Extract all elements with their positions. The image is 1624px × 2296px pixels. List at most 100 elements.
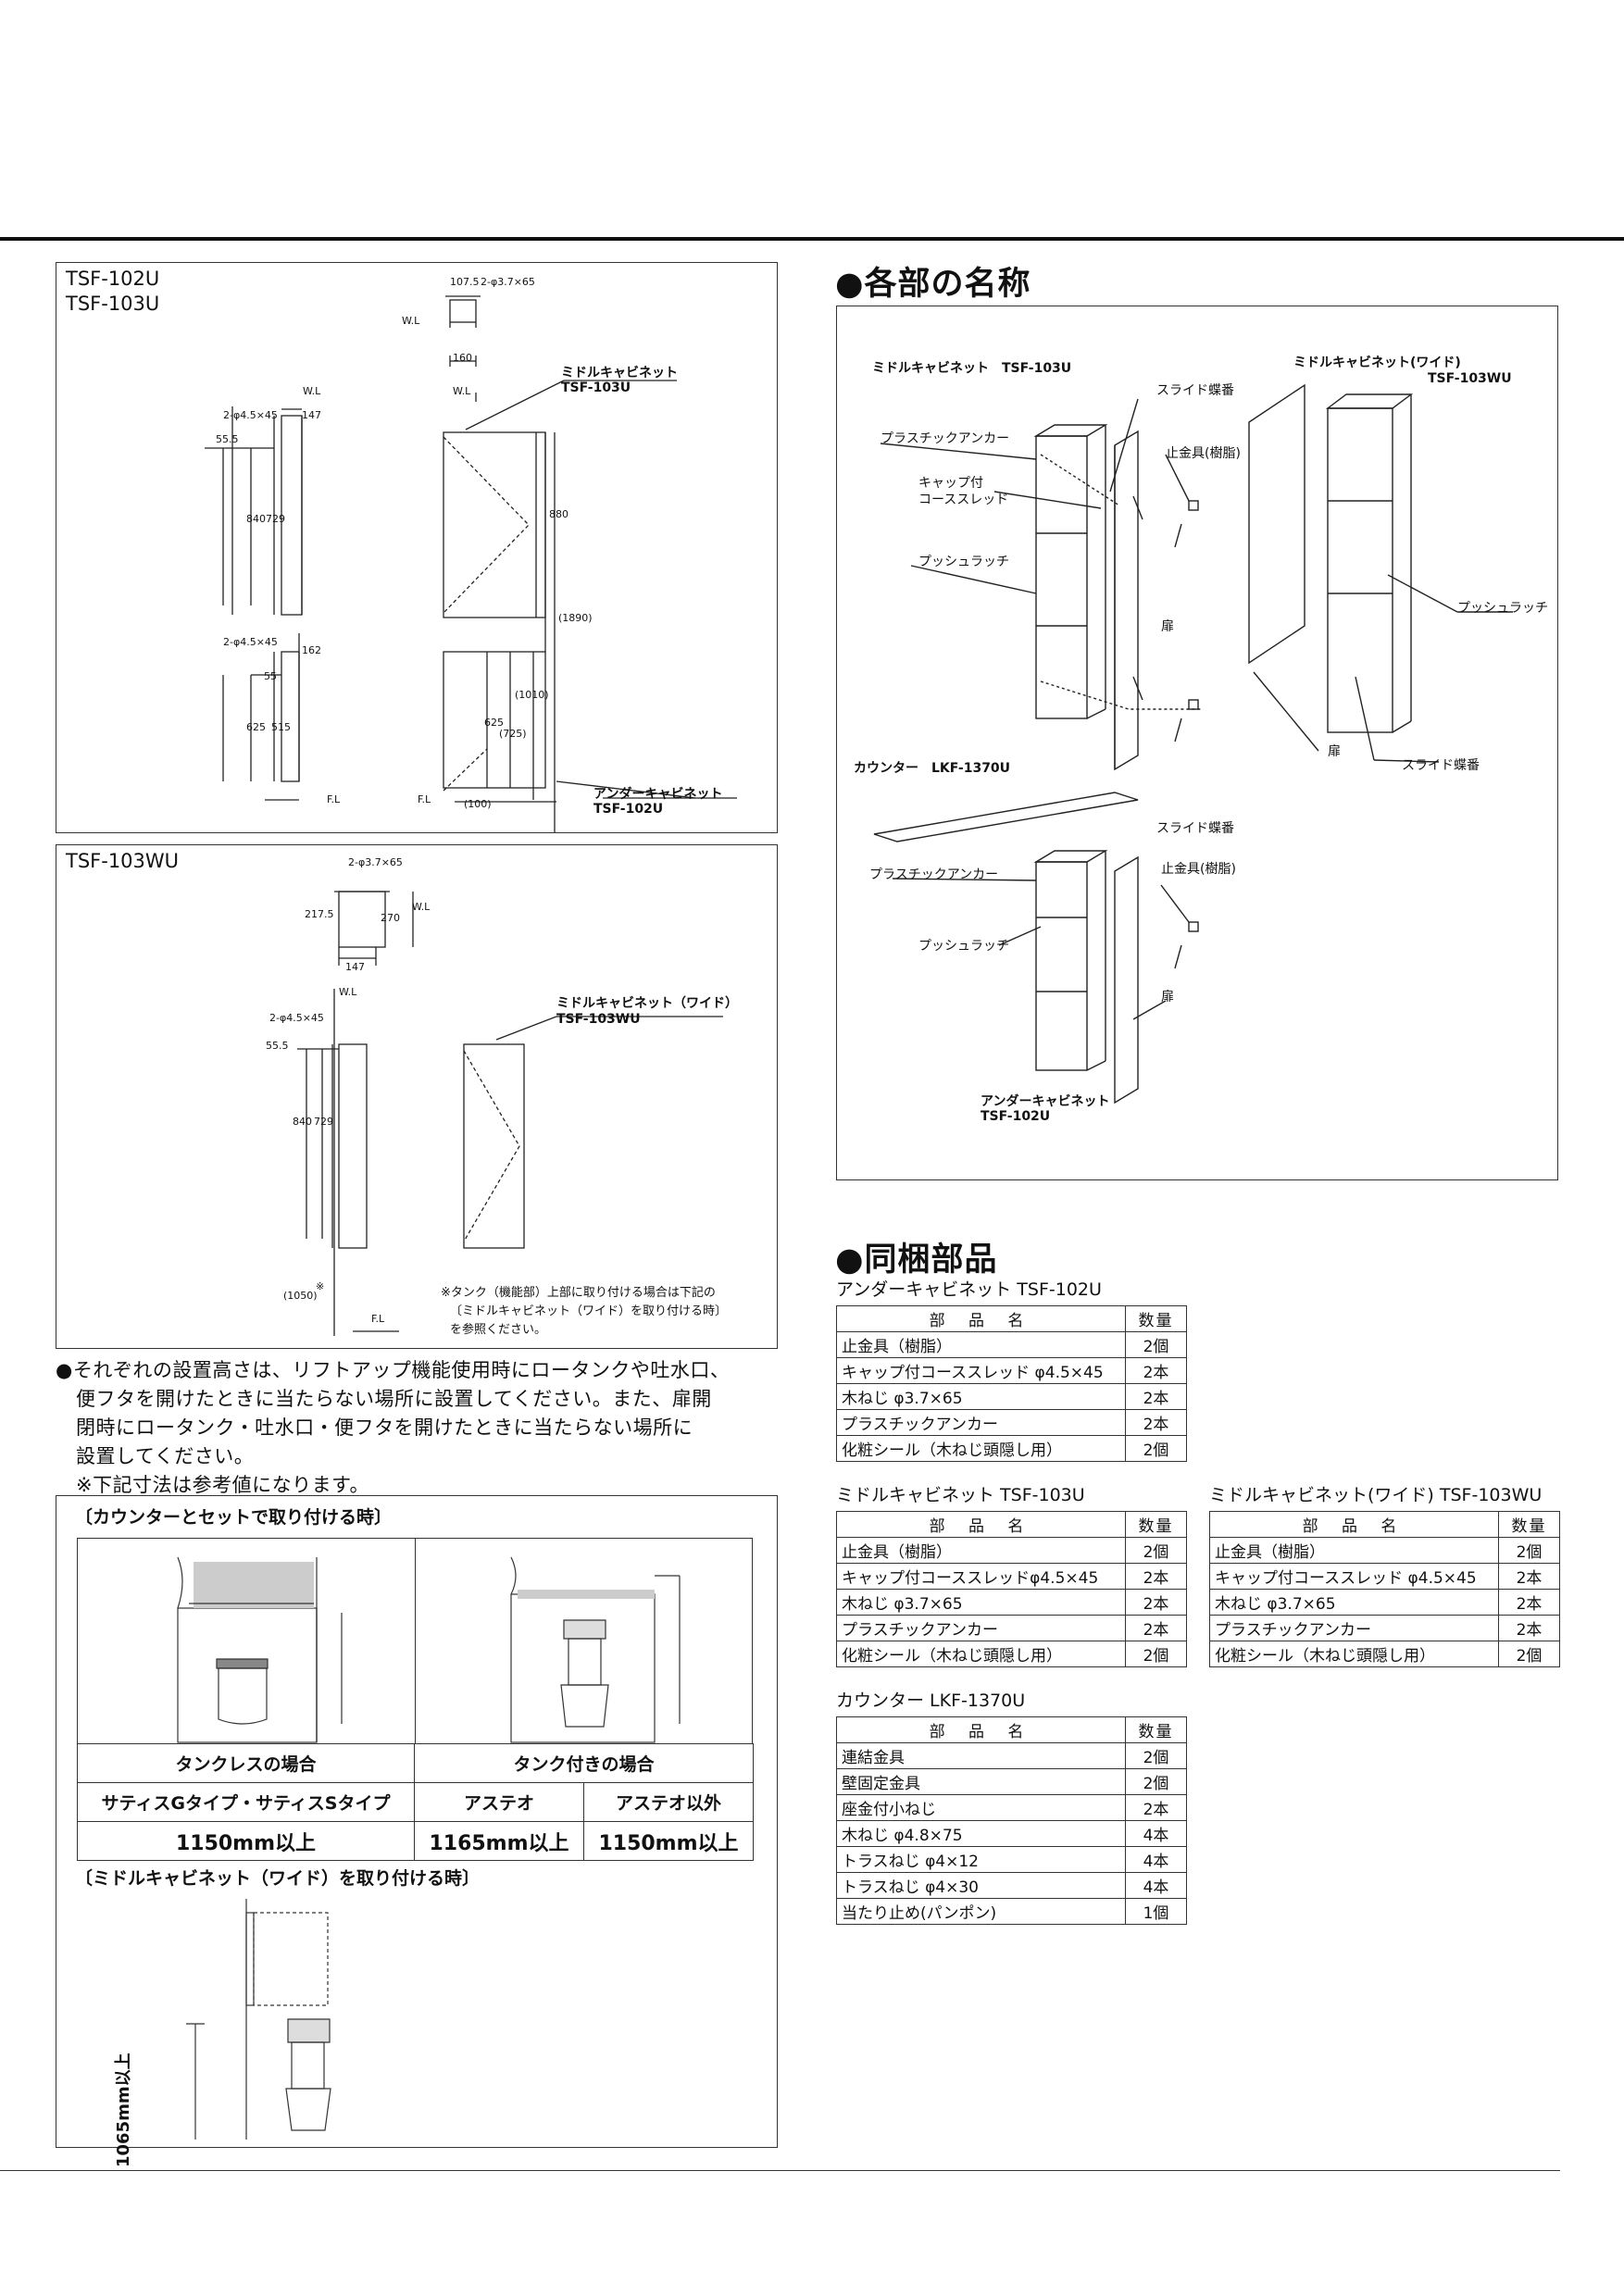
dimension-box-103wu: TSF-103WU 2-φ3.7×65 217.5 270 W.L 147 xyxy=(56,844,778,1349)
label-wide-cabinet: ミドルキャビネット（ワイド） xyxy=(556,996,738,1011)
note-line: 設置してください。 xyxy=(76,1445,255,1467)
dim-wl: W.L xyxy=(303,385,321,397)
install-height-table: タンクレスの場合 タンク付きの場合 サティスGタイプ・サティスSタイプ アステオ… xyxy=(77,1743,754,1861)
model-label: TSF-103WU xyxy=(66,850,180,872)
label-wide-model: TSF-103WU xyxy=(1428,371,1512,386)
parts-names-box: ミドルキャビネット TSF-103U ミドルキャビネット(ワイド) TSF-10… xyxy=(836,306,1558,1180)
dim-wl: W.L xyxy=(339,986,357,998)
label-middle-model: TSF-103U xyxy=(561,381,631,395)
hdr-qty: 数量 xyxy=(1498,1511,1560,1538)
table-caption-middle: ミドルキャビネット TSF-103U xyxy=(836,1485,1085,1505)
dim-55: 55 xyxy=(264,670,277,682)
table-row: 止金具（樹脂）2個 xyxy=(836,1331,1187,1358)
dim-top-hole: 2-φ3.7×65 xyxy=(481,276,535,288)
label-counter: カウンター LKF-1370U xyxy=(854,761,1011,776)
note-line: 便フタを開けたときに当たらない場所に設置してください。また、扉開 xyxy=(76,1388,712,1410)
type-other: アステオ以外 xyxy=(583,1782,754,1822)
label-under-cabinet: アンダーキャビネット xyxy=(981,1094,1110,1109)
dim-147: 147 xyxy=(302,409,321,421)
table-row: 化粧シール（木ねじ頭隠し用）2個 xyxy=(1209,1641,1560,1667)
dimension-drawing xyxy=(205,295,737,832)
height-other: 1150mm以上 xyxy=(583,1821,754,1861)
hdr-qty: 数量 xyxy=(1125,1511,1187,1538)
dim-515: 515 xyxy=(271,721,291,733)
dim-low-hole: 2-φ4.5×45 xyxy=(223,636,278,648)
dim-625b: 625 xyxy=(484,717,504,729)
dim-729: 729 xyxy=(266,513,285,525)
table-caption-wide: ミドルキャビネット(ワイド) TSF-103WU xyxy=(1209,1485,1543,1505)
dim-840: 840 xyxy=(293,1116,312,1128)
dimension-drawing-wide xyxy=(297,891,723,1336)
dim-fl: F.L xyxy=(327,793,341,805)
table-row: 止金具（樹脂）2個 xyxy=(1209,1537,1560,1564)
dim-1890: (1890) xyxy=(558,612,593,624)
table-row: 止金具（樹脂）2個 xyxy=(836,1537,1187,1564)
label-cap-screw: キャップ付 xyxy=(918,476,983,491)
footnote: 〔ミドルキャビネット（ワイド）を取り付ける時〕 xyxy=(450,1304,728,1318)
dim-55-5: 55.5 xyxy=(216,433,239,445)
dim-mid-hole: 2-φ4.5×45 xyxy=(223,409,278,421)
section-title-parts: ●同梱部品 xyxy=(835,1242,998,1279)
type-astep: アステオ xyxy=(414,1782,584,1822)
label-push-latch-wide: プッシュラッチ xyxy=(1457,601,1548,616)
table-caption-under: アンダーキャビネット TSF-102U xyxy=(836,1279,1102,1300)
height-astep: 1165mm以上 xyxy=(414,1821,584,1861)
dimension-box-102-103: TSF-102U TSF-103U xyxy=(56,262,778,833)
label-stopper-under: 止金具(樹脂) xyxy=(1161,862,1236,877)
label-stopper: 止金具(樹脂) xyxy=(1166,446,1241,461)
dim-729: 729 xyxy=(314,1116,333,1128)
install-illustration-row xyxy=(77,1538,753,1744)
label-slide-hinge: スライド蝶番 xyxy=(1156,383,1234,398)
dim-107-5: 107.5 xyxy=(450,276,480,288)
hdr-name: 部 品 名 xyxy=(836,1716,1126,1743)
label-cap-screw: コーススレッド xyxy=(918,493,1009,507)
hdr-name: 部 品 名 xyxy=(836,1511,1126,1538)
case-tank: タンク付きの場合 xyxy=(414,1743,754,1783)
note-line: ●それぞれの設置高さは、リフトアップ機能使用時にロータンクや吐水口、 xyxy=(56,1359,731,1381)
dim-star: ※ xyxy=(316,1280,325,1292)
hdr-name: 部 品 名 xyxy=(1209,1511,1499,1538)
dim-725: (725) xyxy=(499,728,527,740)
label-door: 扉 xyxy=(1161,619,1174,634)
label-door-under: 扉 xyxy=(1161,990,1174,1004)
dim-880: 880 xyxy=(549,508,568,520)
dim-147: 147 xyxy=(345,961,365,973)
toilet-illustrations xyxy=(177,1556,681,1743)
height-wide: 1065mm以上 xyxy=(114,2053,133,2167)
label-plastic-anchor: プラスチックアンカー xyxy=(881,431,1010,446)
table-row: 当たり止め(パンポン)1個 xyxy=(836,1898,1187,1925)
label-push-latch: プッシュラッチ xyxy=(918,555,1009,569)
dim-160: 160 xyxy=(453,352,472,364)
dim-100: (100) xyxy=(464,798,492,810)
type-satis: サティスGタイプ・サティスSタイプ xyxy=(77,1782,415,1822)
label-slide-hinge-under: スライド蝶番 xyxy=(1156,821,1234,836)
dim-1050: (1050) xyxy=(283,1290,318,1302)
install-title-wide: 〔ミドルキャビネット（ワイド）を取り付ける時〕 xyxy=(75,1868,481,1889)
dim-55-5: 55.5 xyxy=(266,1040,289,1052)
dim-wl: W.L xyxy=(402,315,420,327)
model-label: TSF-103U xyxy=(66,293,160,315)
section-title-names: ●各部の名称 xyxy=(835,266,1031,303)
table-row: 化粧シール（木ねじ頭隠し用）2個 xyxy=(836,1435,1187,1462)
table-row: 化粧シール（木ねじ頭隠し用）2個 xyxy=(836,1641,1187,1667)
label-under-model: TSF-102U xyxy=(593,802,664,817)
label-slide-hinge-wide: スライド蝶番 xyxy=(1402,758,1480,773)
bottom-rule xyxy=(0,2170,1560,2171)
dim-270: 270 xyxy=(381,912,400,924)
cabinet-illustration xyxy=(873,383,1513,1104)
label-under-cabinet: アンダーキャビネット xyxy=(593,787,723,802)
dim-840: 840 xyxy=(246,513,266,525)
dim-162: 162 xyxy=(302,644,321,656)
dim-fl: F.L xyxy=(371,1313,385,1325)
